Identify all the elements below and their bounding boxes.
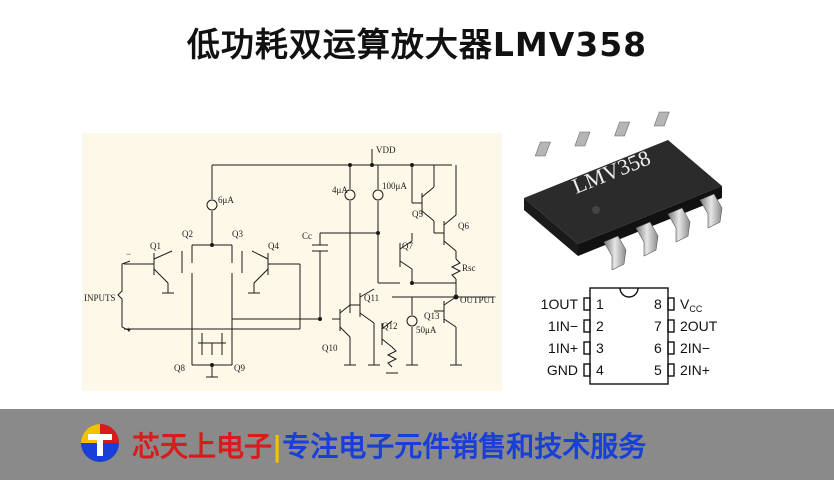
current-4ua-label: 4μA (332, 185, 348, 195)
current-100ua-label: 100μA (382, 181, 407, 191)
q4-label: Q4 (268, 241, 279, 251)
footer-banner: 芯天上电子|专注电子元件销售和技术服务 (0, 409, 834, 480)
pin5-name: 2IN+ (680, 362, 710, 378)
current-50ua-label: 50μA (416, 325, 437, 335)
pin6-number: 6 (654, 340, 662, 356)
q12-label: Q12 (382, 321, 398, 331)
pin8-name: VCC (680, 296, 703, 314)
pin2-number: 2 (596, 318, 604, 334)
footer-separator: | (272, 430, 283, 463)
company-name: 芯天上电子 (132, 430, 273, 463)
q7-label: Q7 (402, 241, 413, 251)
circuit-nodes (210, 163, 414, 367)
pin7-name: 2OUT (680, 318, 718, 334)
cc-label: Cc (302, 231, 312, 241)
q1-label: Q1 (150, 241, 161, 251)
page-title: 低功耗双运算放大器LMV358 (186, 25, 648, 64)
q3-label: Q3 (232, 229, 243, 239)
q13-label: Q13 (424, 311, 440, 321)
pin3-name: 1IN+ (548, 340, 578, 356)
schematic-svg: VDD 6μA 4μA 100μA 50μA Cc Rsc INPUTS − +… (84, 145, 496, 378)
q8-label: Q8 (174, 363, 185, 373)
q9-label: Q9 (234, 363, 245, 373)
vdd-label: VDD (376, 145, 396, 155)
footer-text: 芯天上电子|专注电子元件销售和技术服务 (132, 425, 646, 465)
output-label: OUTPUT (460, 295, 496, 305)
pin8-name-sub: CC (689, 304, 702, 314)
internal-schematic: VDD 6μA 4μA 100μA 50μA Cc Rsc INPUTS − +… (82, 133, 502, 391)
chip-package-image: LMV358 (518, 110, 728, 271)
pin4-name: GND (547, 362, 578, 378)
inputs-label: INPUTS (84, 293, 116, 303)
pinout-diagram: 1OUT 1 1IN− 2 1IN+ 3 GND 4 8 VCC 7 2OUT … (528, 286, 728, 386)
pin7-number: 7 (654, 318, 662, 334)
q6-label: Q6 (458, 221, 469, 231)
pin1-number: 1 (596, 296, 604, 312)
company-logo-icon (81, 424, 119, 462)
q10-label: Q10 (322, 343, 338, 353)
pinout-svg: 1OUT 1 1IN− 2 1IN+ 3 GND 4 8 VCC 7 2OUT … (541, 287, 718, 385)
pin6-name: 2IN− (680, 340, 710, 356)
q2-label: Q2 (182, 229, 193, 239)
q11-label: Q11 (364, 293, 379, 303)
pin4-number: 4 (596, 362, 604, 378)
pin8-number: 8 (654, 296, 662, 312)
pin1-name: 1OUT (541, 296, 579, 312)
input-plus-label: + (126, 325, 131, 335)
pin2-name: 1IN− (548, 318, 578, 334)
current-6ua-label: 6μA (218, 195, 234, 205)
pin3-number: 3 (596, 340, 604, 356)
q5-label: Q5 (412, 209, 423, 219)
company-slogan: 专注电子元件销售和技术服务 (282, 430, 647, 463)
pin8-name-main: V (680, 296, 690, 312)
rsc-label: Rsc (462, 263, 476, 273)
input-minus-label: − (126, 249, 131, 259)
pin5-number: 5 (654, 362, 662, 378)
chip-svg: LMV358 (524, 111, 723, 271)
